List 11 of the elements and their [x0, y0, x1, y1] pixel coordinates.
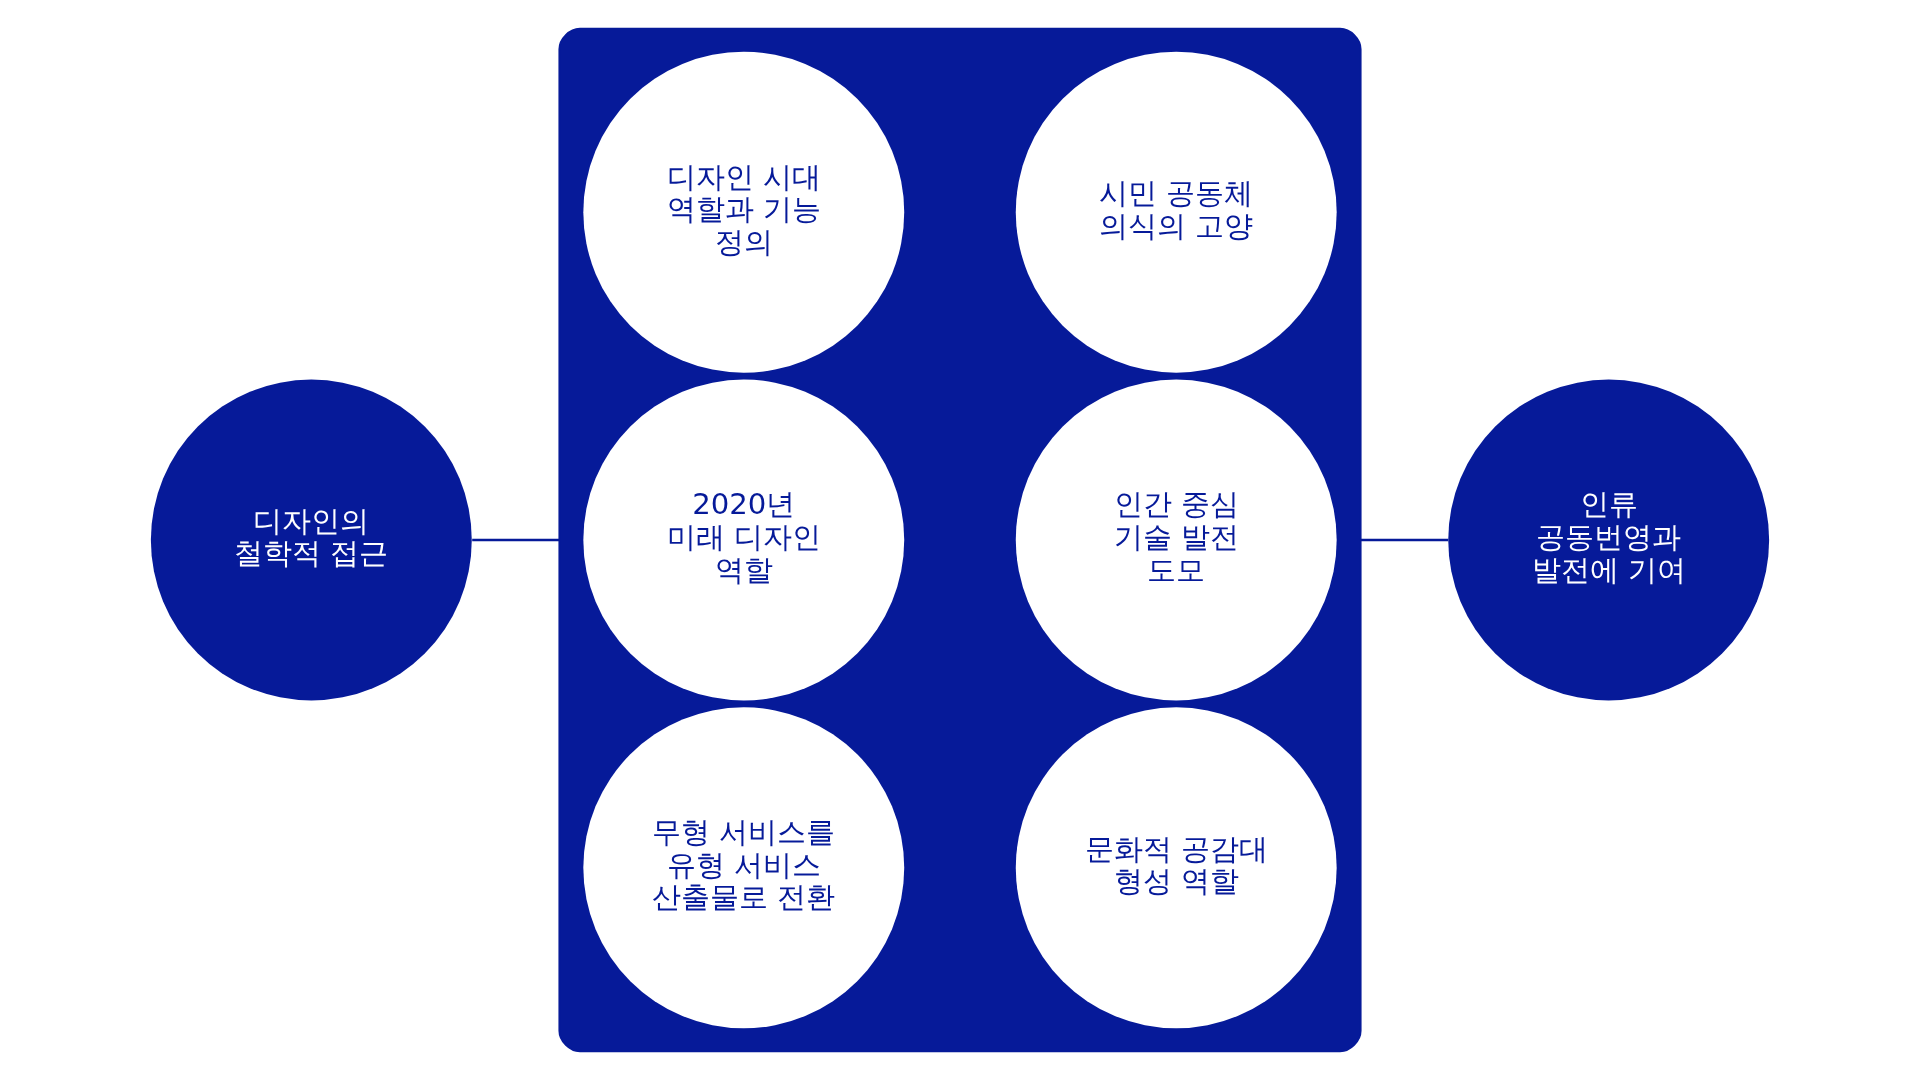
connector [472, 538, 560, 542]
node-circle: 디자인 시대 역할과 기능 정의 [583, 51, 905, 373]
node-circle: 문화적 공감대 형성 역할 [1015, 707, 1337, 1029]
node-circle: 2020년 미래 디자인 역할 [583, 379, 905, 701]
node-circle: 인류 공동번영과 발전에 기여 [1448, 379, 1770, 701]
node-circle: 디자인의 철학적 접근 [150, 379, 472, 701]
node-circle: 인간 중심 기술 발전 도모 [1015, 379, 1337, 701]
cluster [558, 27, 1362, 1053]
node-circle: 시민 공동체 의식의 고양 [1015, 51, 1337, 373]
node-circle: 무형 서비스를 유형 서비스 산출물로 전환 [583, 707, 905, 1029]
connector [1360, 538, 1449, 542]
